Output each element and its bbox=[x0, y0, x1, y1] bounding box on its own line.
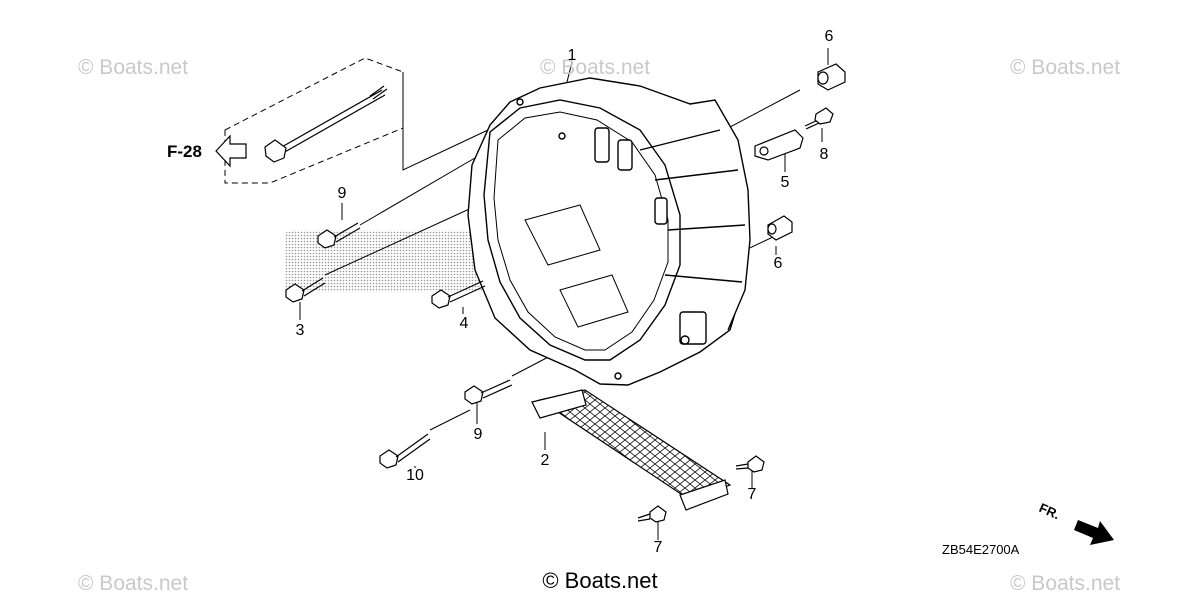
watermark-text: © Boats.net bbox=[78, 572, 189, 595]
clamp-and-screw bbox=[754, 107, 834, 161]
callout-number: 2 bbox=[540, 452, 550, 469]
watermark-text: © Boats.net bbox=[1010, 56, 1121, 79]
solid-arrow-icon bbox=[1074, 520, 1114, 545]
watermark-text: © Boats.net bbox=[540, 56, 651, 79]
callout-number: 10 bbox=[406, 467, 424, 484]
callout-number: 4 bbox=[459, 315, 469, 332]
callout-number: 8 bbox=[819, 146, 829, 163]
watermark-text: © Boats.net bbox=[1010, 572, 1121, 595]
collar-parts bbox=[767, 63, 846, 241]
bolts bbox=[285, 222, 765, 523]
callout-number: 9 bbox=[473, 426, 483, 443]
diagram-code: ZB54E2700A bbox=[942, 542, 1020, 557]
mesh-screen bbox=[531, 389, 732, 511]
callout-number: 9 bbox=[337, 185, 347, 202]
outline-arrow-left-icon bbox=[215, 134, 247, 168]
callout-number: 7 bbox=[653, 539, 663, 556]
callout-number: 5 bbox=[780, 174, 790, 191]
watermark-text: © Boats.net bbox=[78, 56, 189, 79]
copyright-text: © Boats.net bbox=[542, 568, 658, 593]
callout-number: 7 bbox=[747, 486, 757, 503]
callout-number: 6 bbox=[773, 255, 783, 272]
fan-housing bbox=[467, 77, 751, 386]
dashed-group-box bbox=[224, 57, 404, 184]
reference-label: F-28 bbox=[167, 142, 202, 161]
callout-number: 6 bbox=[824, 28, 834, 45]
long-bolt bbox=[264, 85, 388, 163]
callout-number: 3 bbox=[295, 322, 305, 339]
callout-number: 1 bbox=[567, 47, 577, 64]
